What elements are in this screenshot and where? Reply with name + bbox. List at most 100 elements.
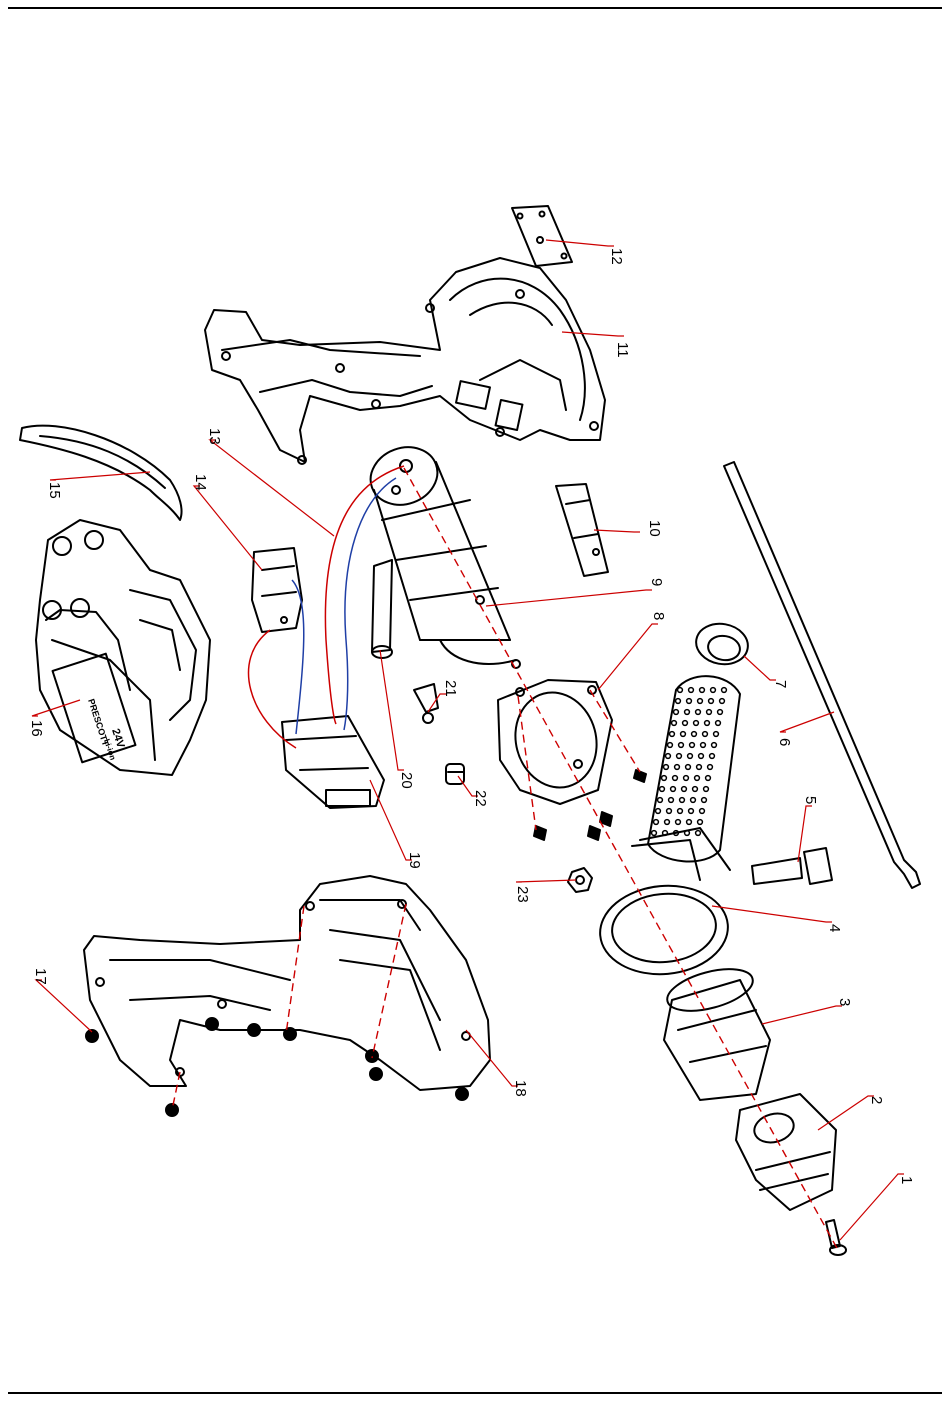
- grip-dot: [704, 787, 709, 792]
- wire-red-2: [249, 630, 296, 748]
- screws-lower-housing: [86, 1018, 468, 1116]
- grip-dot: [710, 754, 715, 759]
- grip-dot: [697, 765, 702, 770]
- leader-line-23: [516, 880, 576, 882]
- grip-dot: [692, 732, 697, 737]
- leader-line-19: [370, 780, 412, 860]
- grip-dot: [668, 743, 673, 748]
- grip-dot: [703, 732, 708, 737]
- part-terminal-block: [252, 548, 302, 632]
- part-wrist-strap: [20, 426, 182, 520]
- grip-dot: [664, 765, 669, 770]
- grip-dot: [711, 688, 716, 693]
- part-label-22: 22: [472, 790, 489, 807]
- leader-line-3: [762, 1006, 842, 1024]
- leader-line-17: [36, 980, 92, 1032]
- grip-dot: [679, 743, 684, 748]
- leader-line-20: [380, 650, 404, 770]
- grip-dot: [665, 820, 670, 825]
- grip-dot: [714, 732, 719, 737]
- grip-dot: [658, 798, 663, 803]
- grip-dot: [688, 754, 693, 759]
- part-chuck: [736, 1094, 836, 1210]
- grip-dot: [674, 710, 679, 715]
- grip-dot: [678, 809, 683, 814]
- grip-dot: [660, 787, 665, 792]
- part-number-labels: 1234567891011121314151617181920212223: [28, 248, 915, 1184]
- grip-dot: [685, 710, 690, 715]
- grip-dot: [698, 820, 703, 825]
- grip-dot: [673, 776, 678, 781]
- grip-dot: [700, 809, 705, 814]
- grip-dot: [718, 710, 723, 715]
- grip-dot: [694, 721, 699, 726]
- leader-line-2: [818, 1096, 874, 1130]
- grip-dot: [690, 743, 695, 748]
- grip-dot: [705, 721, 710, 726]
- grip-dot: [667, 809, 672, 814]
- grip-dot: [684, 776, 689, 781]
- part-label-4: 4: [826, 924, 843, 932]
- part-label-12: 12: [608, 248, 625, 265]
- leader-line-14: [194, 486, 262, 570]
- grip-dot: [707, 710, 712, 715]
- grip-dot: [677, 754, 682, 759]
- leader-line-6: [780, 712, 834, 732]
- wire-blue-2: [292, 580, 304, 734]
- grip-dot: [702, 798, 707, 803]
- wire-blue-1: [344, 478, 396, 730]
- grip-dot: [676, 820, 681, 825]
- grip-dot: [680, 798, 685, 803]
- part-label-3: 3: [836, 998, 853, 1006]
- part-gear-ring: [498, 680, 612, 804]
- part-label-20: 20: [398, 772, 415, 789]
- part-label-15: 15: [46, 482, 63, 499]
- grip-dot: [666, 754, 671, 759]
- bottom-rule: [8, 1392, 942, 1394]
- grip-dot: [689, 688, 694, 693]
- grip-dot: [708, 765, 713, 770]
- leader-line-8: [598, 624, 658, 690]
- part-label-6: 6: [776, 738, 793, 746]
- leader-line-10: [594, 530, 640, 532]
- grip-dot: [695, 776, 700, 781]
- grip-dot: [669, 798, 674, 803]
- leader-line-16: [32, 700, 80, 716]
- grip-dot: [652, 831, 657, 836]
- leader-lines: [32, 240, 904, 1240]
- leader-line-12: [546, 240, 614, 246]
- part-top-plate: [512, 206, 572, 266]
- leader-line-18: [466, 1030, 518, 1086]
- grip-dot: [700, 688, 705, 693]
- grip-dot: [662, 776, 667, 781]
- part-label-14: 14: [192, 474, 209, 491]
- part-label-5: 5: [802, 796, 819, 804]
- grip-dot: [722, 688, 727, 693]
- part-label-17: 17: [32, 968, 49, 985]
- grip-dot: [654, 820, 659, 825]
- grip-dot: [701, 743, 706, 748]
- part-washer: [693, 620, 751, 668]
- part-depth-rod: [724, 462, 920, 888]
- part-label-18: 18: [512, 1080, 529, 1097]
- leader-line-13: [210, 440, 334, 536]
- grip-dot: [675, 765, 680, 770]
- grip-dot: [699, 754, 704, 759]
- part-label-1: 1: [898, 1176, 915, 1184]
- grip-dot: [691, 798, 696, 803]
- grip-dot: [698, 699, 703, 704]
- grip-dot: [670, 732, 675, 737]
- part-switch: [282, 716, 384, 808]
- grip-dot: [676, 699, 681, 704]
- grip-dot: [678, 688, 683, 693]
- part-thumb-bolt: [752, 848, 832, 884]
- part-label-11: 11: [614, 342, 631, 358]
- part-magnet-tube: [372, 560, 392, 658]
- grip-dot: [686, 765, 691, 770]
- grip-dot: [706, 776, 711, 781]
- part-label-8: 8: [650, 612, 667, 620]
- grip-dot: [687, 699, 692, 704]
- grip-dot: [720, 699, 725, 704]
